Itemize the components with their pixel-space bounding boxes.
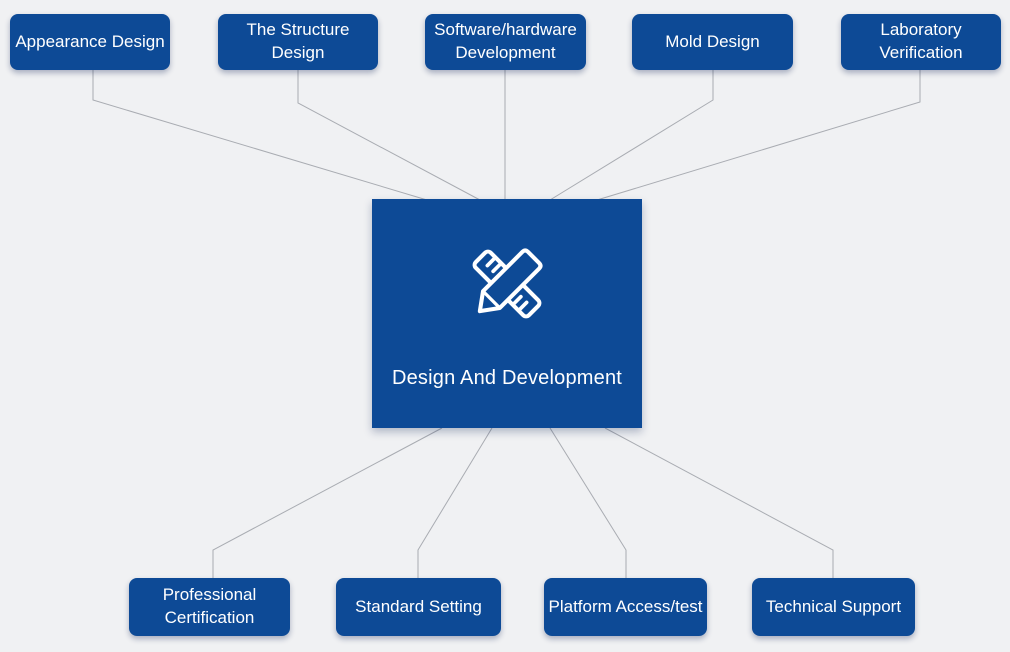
node-professional-certification: Professional Certification [129, 578, 290, 636]
node-standard-setting: Standard Setting [336, 578, 501, 636]
connector-line [417, 427, 493, 578]
node-appearance-design: Appearance Design [10, 14, 170, 70]
ruler-pencil-icon [458, 235, 556, 333]
node-technical-support: Technical Support [752, 578, 915, 636]
center-node-label: Design And Development [391, 367, 623, 389]
node-software-hardware-development: Software/hardware Development [425, 14, 586, 70]
connector-line [549, 427, 627, 578]
node-platform-access-test: Platform Access/test [544, 578, 707, 636]
connector-line [604, 427, 834, 578]
connector-line [297, 70, 481, 201]
node-laboratory-verification: Laboratory Verification [841, 14, 1001, 70]
connector-line [212, 427, 443, 578]
node-mold-design: Mold Design [632, 14, 793, 70]
connector-line [549, 70, 714, 201]
connector-line [596, 70, 921, 201]
center-node-design-and-development: Design And Development [372, 199, 642, 428]
connector-line [92, 70, 428, 201]
node-structure-design: The Structure Design [218, 14, 378, 70]
